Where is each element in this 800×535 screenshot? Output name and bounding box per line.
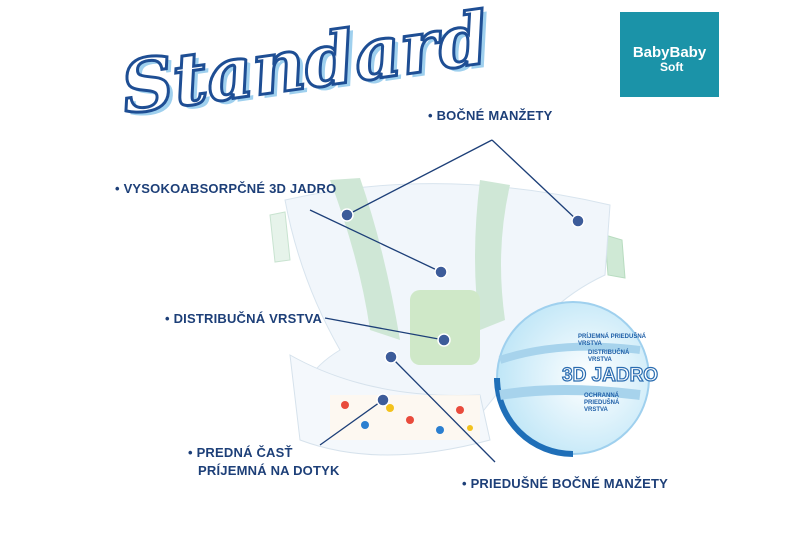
- label-distribution-layer: • DISTRIBUČNÁ VRSTVA: [165, 311, 323, 326]
- brand-logo: BabyBaby Soft: [620, 12, 719, 97]
- inset-distribution-layer: DISTRIBUČNÁ VRSTVA: [588, 350, 630, 363]
- label-front-line1: • PREDNÁ ČASŤ: [188, 445, 293, 460]
- logo-line2: Soft: [660, 60, 684, 74]
- inset-core: 3D JADRO: [561, 364, 659, 386]
- label-core: • VYSOKOABSORPČNÉ 3D JADRO: [115, 181, 337, 196]
- label-front-line2: PRÍJEMNÁ NA DOTYK: [198, 463, 340, 478]
- label-breathable-cuffs: • PRIEDUŠNÉ BOČNÉ MANŽETY: [462, 476, 669, 491]
- label-side-cuffs: • BOČNÉ MANŽETY: [428, 108, 553, 123]
- logo-line1: BabyBaby: [632, 44, 707, 61]
- inset-top-layer: PRÍJEMNÁ PRIEDUŠNÁ VRSTVA: [578, 334, 647, 347]
- inset-bottom-layer: OCHRANNÁ PRIEDUŠNÁ VRSTVA: [584, 393, 620, 413]
